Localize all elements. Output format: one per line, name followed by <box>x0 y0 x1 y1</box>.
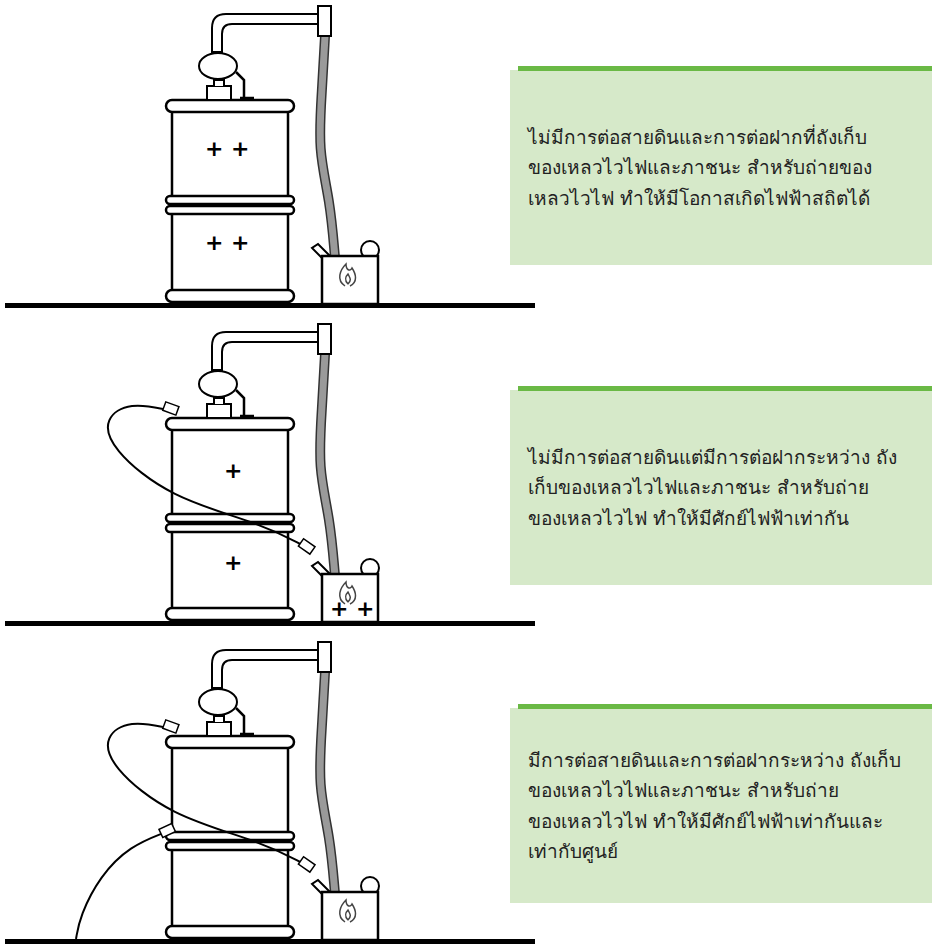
note-box: ไม่มีการต่อสายดินและการต่อฝากที่ถังเก็บ … <box>510 70 932 265</box>
drum-scene <box>5 6 535 308</box>
drum <box>166 418 294 620</box>
ground-line <box>5 621 535 626</box>
hose <box>320 354 335 576</box>
note-text: มีการต่อสายดินและการต่อฝากระหว่าง ถังเก็… <box>528 745 916 867</box>
hose <box>320 36 335 258</box>
ground-wire <box>76 823 175 939</box>
charge-sign: + <box>224 460 242 482</box>
note-box: มีการต่อสายดินและการต่อฝากระหว่าง ถังเก็… <box>510 708 932 903</box>
safety-can <box>312 241 379 304</box>
flame-symbol <box>340 900 356 922</box>
accent-bar <box>518 386 932 391</box>
ground-line <box>5 939 535 944</box>
charge-sign: + + <box>205 232 250 254</box>
note-text: ไม่มีการต่อสายดินแต่มีการต่อฝากระหว่าง ถ… <box>528 442 916 533</box>
charge-sign: + + <box>205 138 250 160</box>
accent-bar <box>518 704 932 709</box>
hand-pump <box>199 6 331 100</box>
charge-sign: + + <box>330 598 375 620</box>
hose <box>320 36 335 258</box>
hose <box>320 672 335 894</box>
drum <box>166 736 294 938</box>
drum-scene <box>5 642 535 944</box>
note-box: ไม่มีการต่อสายดินแต่มีการต่อฝากระหว่าง ถ… <box>510 390 932 585</box>
bonding-wire <box>108 402 315 554</box>
hose <box>320 672 335 894</box>
ground-line <box>5 303 535 308</box>
drum <box>166 100 294 302</box>
safety-can <box>312 877 379 940</box>
charge-sign: + <box>224 552 242 574</box>
drum-scene <box>5 324 535 626</box>
flame-symbol <box>340 264 356 286</box>
hose <box>320 354 335 576</box>
accent-bar <box>518 66 932 71</box>
note-text: ไม่มีการต่อสายดินและการต่อฝากที่ถังเก็บ … <box>528 122 916 213</box>
safety-can <box>312 559 379 622</box>
hand-pump <box>199 642 331 736</box>
bonding-wire <box>108 720 315 872</box>
hand-pump <box>199 324 331 418</box>
